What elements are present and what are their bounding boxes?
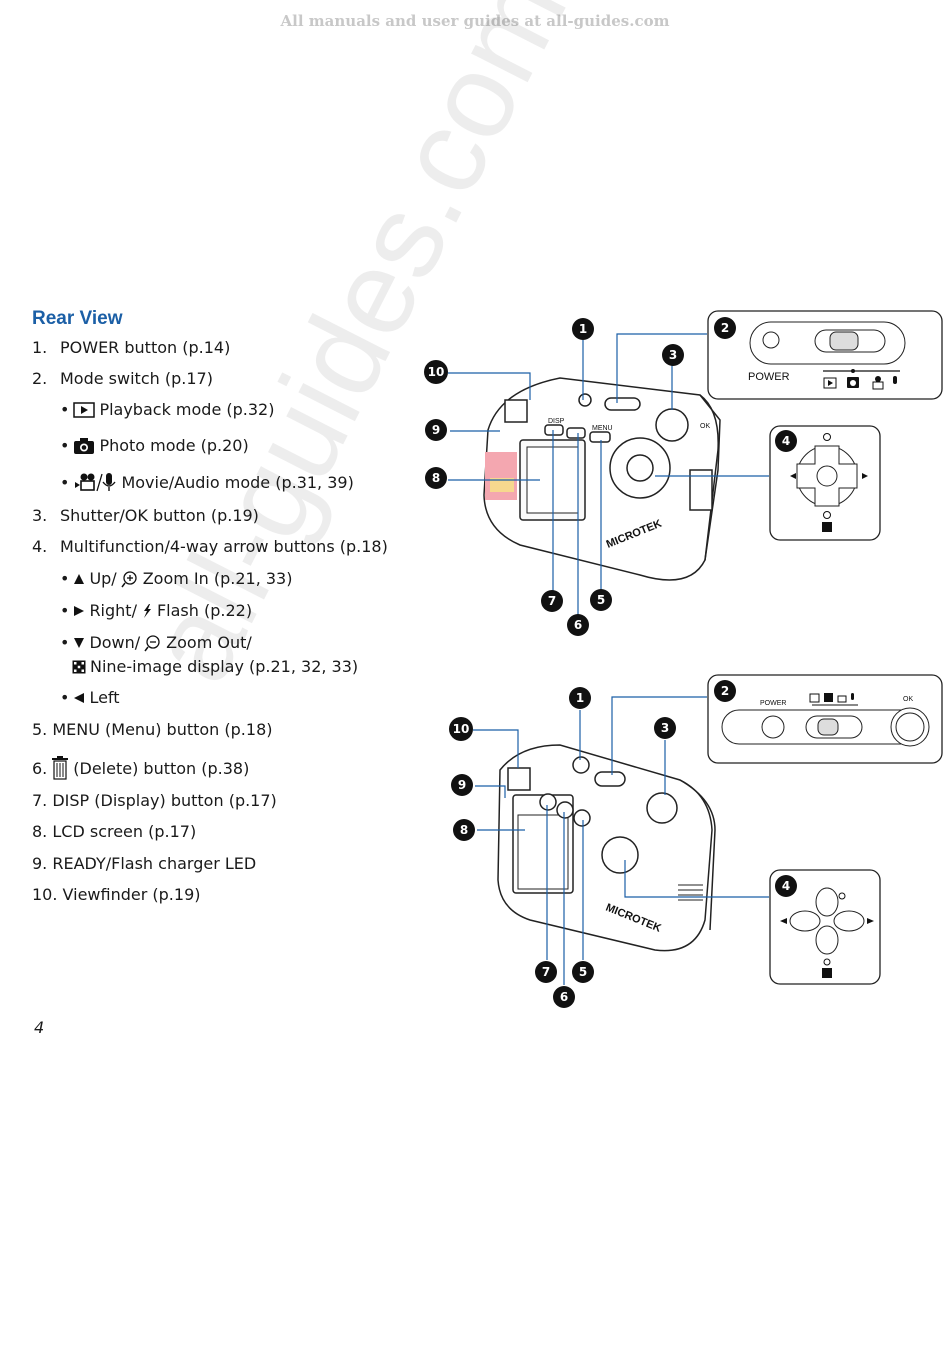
callout-1-bottom: 1 (569, 687, 591, 709)
up-triangle-icon (73, 573, 85, 585)
list-item-1: 1.POWER button (p.14) (32, 338, 231, 357)
svg-text:2: 2 (721, 684, 729, 698)
svg-text:5: 5 (597, 593, 605, 607)
camera-rear-view-1 (483, 377, 721, 581)
callouts: 1 2 3 4 5 6 7 8 9 10 1 2 3 4 5 6 7 8 9 1… (424, 317, 797, 1008)
list-item-10: 10. Viewfinder (p.19) (32, 885, 201, 904)
list-item-3: 3.Shutter/OK button (p.19) (32, 506, 259, 525)
list-item-2: 2.Mode switch (p.17) (32, 369, 213, 388)
camera-icon (73, 437, 95, 455)
callout-1-top: 1 (572, 318, 594, 340)
svg-text:8: 8 (432, 471, 440, 485)
callout-7-bottom: 7 (535, 961, 557, 983)
callout-8-top: 8 (425, 467, 447, 489)
callout-3-top: 3 (662, 344, 684, 366)
callout-7-top: 7 (541, 590, 563, 612)
svg-text:7: 7 (548, 594, 556, 608)
arrow-subitem-nine-image: Nine-image display (p.21, 32, 33) (72, 657, 358, 676)
callout-4-top: 4 (775, 430, 797, 452)
svg-text:1: 1 (579, 322, 587, 336)
trash-icon (51, 756, 69, 780)
list-item-5: 5. MENU (Menu) button (p.18) (32, 720, 273, 739)
list-item-9: 9. READY/Flash charger LED (32, 854, 257, 873)
svg-text:9: 9 (458, 778, 466, 792)
callout-10-bottom: 10 (449, 717, 473, 741)
svg-text:4: 4 (782, 879, 790, 893)
svg-text:9: 9 (432, 423, 440, 437)
svg-text:2: 2 (721, 321, 729, 335)
power-label-1: POWER (748, 371, 790, 383)
callout-2-top: 2 (714, 317, 736, 339)
list-item-6: 6. (Delete) button (p.38) (32, 756, 249, 780)
movie-audio-icon (73, 472, 117, 492)
playback-icon (73, 401, 96, 419)
section-title: Rear View (32, 308, 123, 329)
svg-text:7: 7 (542, 965, 550, 979)
list-item-8: 8. LCD screen (p.17) (32, 822, 197, 841)
svg-text:5: 5 (579, 965, 587, 979)
mode-subitem-photo: • Photo mode (p.20) (60, 436, 249, 455)
svg-text:1: 1 (576, 691, 584, 705)
arrow-subitem-right: • Right/ Flash (p.22) (60, 601, 253, 620)
svg-text:6: 6 (574, 618, 582, 632)
list-item-7: 7. DISP (Display) button (p.17) (32, 791, 277, 810)
down-triangle-icon (73, 637, 85, 649)
mode-subitem-playback: • Playback mode (p.32) (60, 400, 275, 419)
right-triangle-icon (73, 605, 85, 617)
svg-text:10: 10 (428, 365, 445, 379)
power-label-2: POWER (760, 700, 786, 707)
arrow-pad-inset-1 (769, 425, 881, 541)
callout-9-top: 9 (425, 419, 447, 441)
callout-2-bottom: 2 (714, 680, 736, 702)
callout-6-top: 6 (567, 614, 589, 636)
arrow-subitem-left: • Left (60, 688, 120, 707)
svg-text:8: 8 (460, 823, 468, 837)
svg-text:3: 3 (669, 348, 677, 362)
disp-label-1: DISP (548, 418, 565, 425)
callout-3-bottom: 3 (654, 717, 676, 739)
svg-text:10: 10 (453, 722, 470, 736)
mode-switch-inset-1 (707, 310, 943, 400)
left-triangle-icon (73, 692, 85, 704)
page-number: 4 (34, 1018, 45, 1037)
header-note: All manuals and user guides at all-guide… (280, 12, 670, 30)
camera-rear-view-2 (497, 744, 716, 952)
arrow-subitem-up: • Up/ Zoom In (p.21, 33) (60, 569, 293, 588)
callout-10-top: 10 (424, 360, 448, 384)
mode-subitem-movie-audio: • Movie/Audio mode (p.31, 39) (60, 472, 354, 492)
callout-5-bottom: 5 (572, 961, 594, 983)
svg-text:6: 6 (560, 990, 568, 1004)
nine-image-icon (72, 660, 86, 674)
zoom-in-icon (121, 570, 139, 588)
zoom-out-icon (144, 634, 162, 652)
callout-4-bottom: 4 (775, 875, 797, 897)
flash-icon (141, 603, 153, 619)
menu-label-1: MENU (592, 425, 613, 432)
ok-label-1: OK (700, 423, 710, 430)
svg-text:4: 4 (782, 434, 790, 448)
mode-switch-inset-2 (707, 674, 943, 764)
callout-5-top: 5 (590, 589, 612, 611)
ok-label-2: OK (903, 696, 913, 703)
arrow-subitem-down: • Down/ Zoom Out/ (60, 633, 252, 652)
list-item-4: 4.Multifunction/4-way arrow buttons (p.1… (32, 537, 388, 556)
callout-9-bottom: 9 (451, 774, 473, 796)
arrow-pad-inset-2 (769, 869, 881, 985)
callout-8-bottom: 8 (453, 819, 475, 841)
callout-6-bottom: 6 (553, 986, 575, 1008)
svg-text:3: 3 (661, 721, 669, 735)
